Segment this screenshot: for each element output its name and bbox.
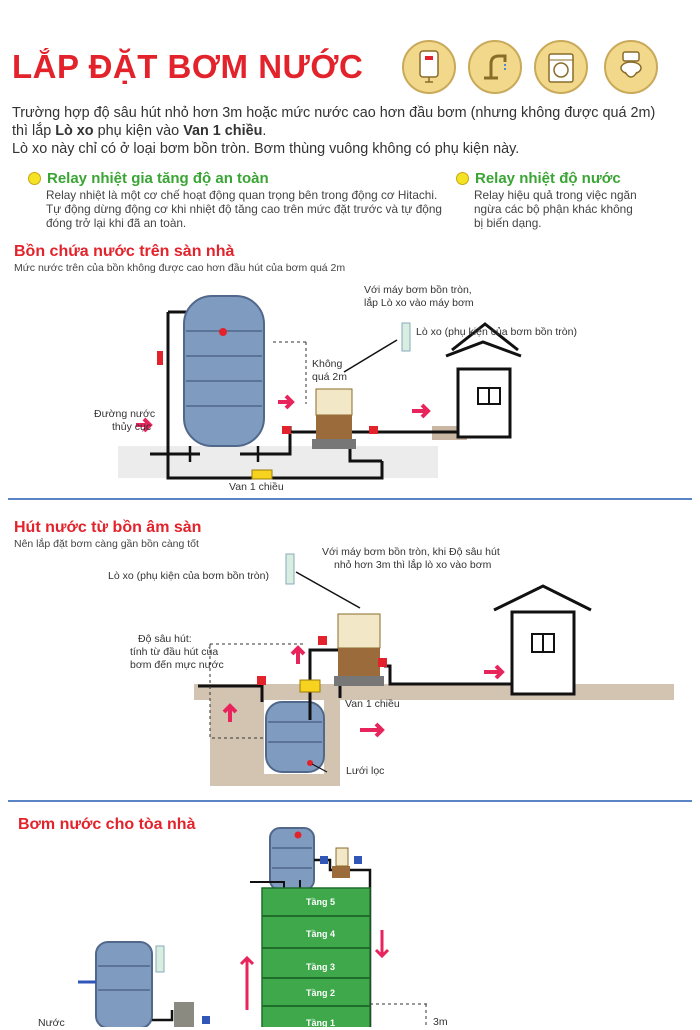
label-depth-3: bơm đến mực nước <box>130 659 224 671</box>
water-heater-icon <box>402 40 456 94</box>
label-height-1: Không <box>312 358 343 370</box>
label-inlet-2: thủy cục <box>112 421 152 433</box>
label-spring: Lò xo (phụ kiện của bơm bồn tròn) <box>108 570 269 582</box>
bullet-icon <box>456 172 469 186</box>
label-check-valve: Van 1 chiều <box>229 481 284 493</box>
page-title: LẮP ĐẶT BƠM NƯỚC <box>12 48 364 85</box>
washing-machine-icon <box>534 40 588 94</box>
label-height-2: quá 2m <box>312 371 348 383</box>
diagram-building <box>78 827 430 1027</box>
intro-text: Trường hợp độ sâu hút nhỏ hơn 3m hoặc mứ… <box>12 104 692 158</box>
feature-title: Relay nhiệt độ nước <box>475 170 621 187</box>
pump <box>312 388 356 449</box>
section1-title: Bồn chứa nước trên sàn nhà <box>14 243 235 260</box>
bullet-icon <box>28 172 41 186</box>
label-inlet-1: Đường nước <box>94 408 156 420</box>
feature-text-line: Relay hiệu quả trong việc ngăn <box>474 188 637 202</box>
building <box>261 887 371 1027</box>
toilet-icon <box>604 40 658 94</box>
feature-water-relay: Relay nhiệt độ nước Relay hiệu quả trong… <box>456 170 637 230</box>
roof-tank <box>269 827 315 891</box>
label-pump-note-2: nhỏ hơn 3m thì lắp lò xo vào bơm <box>334 559 492 571</box>
water-tank <box>183 295 265 462</box>
underground-tank <box>265 701 325 773</box>
feature-thermal-relay: Relay nhiệt gia tăng độ an toàn Relay nh… <box>28 170 442 230</box>
floor-5-label: Tầng 5 <box>306 897 336 907</box>
flow-arrow <box>136 417 153 433</box>
diagram-underground-tank <box>194 553 674 786</box>
ground <box>118 446 438 478</box>
label-water: Nước <box>38 1017 65 1029</box>
floor-3-label: Tầng 3 <box>306 962 336 972</box>
flow-arrow <box>360 722 385 738</box>
flow-arrow <box>222 703 238 722</box>
section-divider <box>8 498 692 500</box>
flow-arrow <box>374 930 390 959</box>
label-depth-2: tính từ đầu hút của <box>130 646 219 658</box>
feature-text-line: Relay nhiệt là một cơ chế hoạt động quan… <box>46 188 438 202</box>
intro-line-1: Trường hợp độ sâu hút nhỏ hơn 3m hoặc mứ… <box>12 105 656 121</box>
house-icon <box>493 584 592 696</box>
feature-text-line: ngừa các bộ phận khác không <box>474 202 633 216</box>
label-filter: Lưới lọc <box>346 765 385 777</box>
flow-arrow <box>239 955 255 1010</box>
section1-subtitle: Mức nước trên của bồn không được cao hơn… <box>14 262 346 274</box>
label-pump-note-2: lắp Lò xo vào máy bơm <box>364 297 474 309</box>
ground-tank <box>95 941 153 1027</box>
spring-term: Lò xo <box>55 123 94 139</box>
house-icon <box>445 340 522 439</box>
floor-4-label: Tầng 4 <box>306 929 336 939</box>
flow-arrow <box>484 664 505 680</box>
intro-line-3: Lò xo này chỉ có ở loại bơm bồn tròn. Bơ… <box>12 141 520 157</box>
floor-2-label: Tầng 2 <box>306 988 336 998</box>
section3-title: Bơm nước cho tòa nhà <box>18 816 196 833</box>
label-depth-1: Độ sâu hút: <box>138 633 192 645</box>
intro-line-2: thì lắp Lò xo phụ kiện vào Van 1 chiều. <box>12 123 267 139</box>
section2-title: Hút nước từ bồn âm sàn <box>14 519 202 536</box>
floor-slab <box>194 684 674 700</box>
diagram-floor-tank <box>118 295 522 480</box>
flow-arrow <box>290 645 306 664</box>
section-divider <box>8 800 692 802</box>
flow-arrow <box>412 403 431 419</box>
label-pump-note-1: Với máy bơm bồn tròn, khi Độ sâu hút <box>322 546 500 558</box>
check-valve-term: Van 1 chiều <box>183 123 263 139</box>
feature-title: Relay nhiệt gia tăng độ an toàn <box>47 170 269 187</box>
feature-text-line: bị biến dạng. <box>474 216 542 230</box>
label-pump-note-1: Với máy bơm bồn tròn, <box>364 284 472 296</box>
feature-text-line: đóng trở lại khi đã an toàn. <box>46 216 187 230</box>
label-3m: 3m <box>433 1016 448 1028</box>
flow-arrow <box>278 394 295 410</box>
label-spring: Lò xo (phụ kiện của bơm bồn tròn) <box>416 326 577 338</box>
faucet-icon <box>468 40 522 94</box>
feature-text-line: Tự động dừng động cơ khi nhiệt độ tăng c… <box>46 202 442 216</box>
floor-1-label: Tầng 1 <box>306 1018 336 1028</box>
section2-subtitle: Nên lắp đặt bơm càng gần bồn càng tốt <box>14 538 199 550</box>
pump <box>334 613 384 686</box>
label-check-valve: Van 1 chiều <box>345 698 400 710</box>
